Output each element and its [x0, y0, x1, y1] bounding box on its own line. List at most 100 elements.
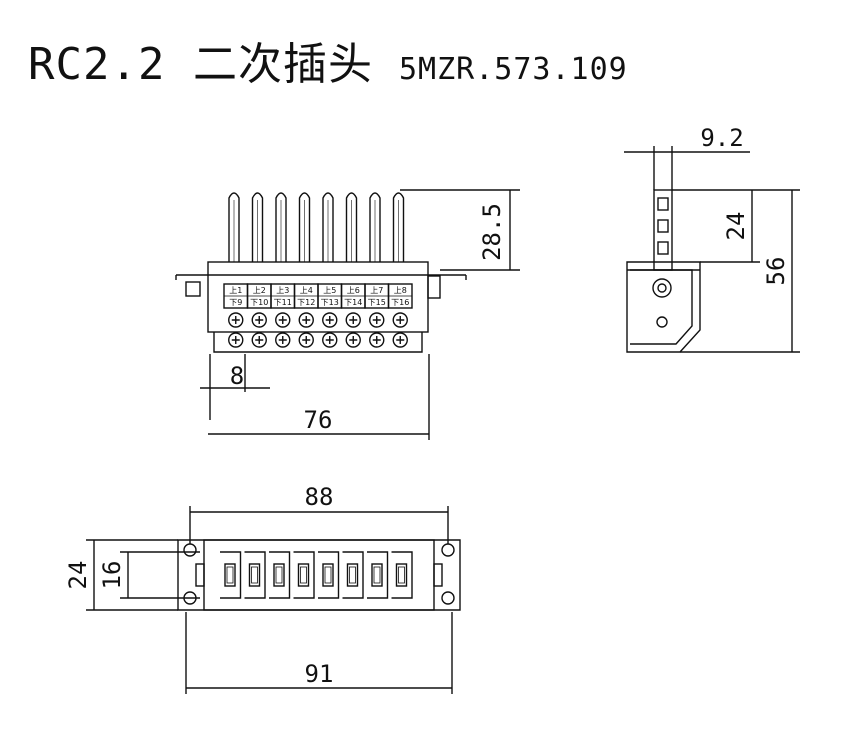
front-view: 上1下9上2下10上3下11上4下12上5下13上6下14上7下15上8下16 … — [175, 189, 520, 440]
terminal-screw-7-2 — [369, 332, 385, 348]
upper-label-3: 上3 — [276, 286, 289, 295]
terminal-screw-5-2 — [322, 332, 338, 348]
terminal-screw-slot-3-2 — [278, 336, 287, 344]
pin-7 — [369, 192, 381, 262]
side-screw-inner — [657, 283, 667, 293]
top-socket-5 — [322, 563, 334, 587]
pin-4 — [298, 192, 311, 262]
front-pins — [228, 192, 405, 262]
terminal-screw-6-2 — [345, 332, 361, 348]
top-cell-1 — [220, 551, 242, 599]
lower-label-1: 下9 — [229, 298, 242, 307]
pin-8 — [392, 192, 405, 262]
pin-5 — [322, 192, 334, 262]
top-cell-7 — [367, 551, 389, 599]
dim-width-label: 76 — [304, 406, 333, 434]
terminal-screw-3-1 — [275, 312, 291, 328]
dim-hole-spacing-label: 88 — [305, 483, 334, 511]
dim-pin-height-label: 28.5 — [478, 203, 506, 261]
terminal-screw-slot-7-2 — [372, 336, 381, 344]
top-cell-8 — [391, 551, 413, 599]
terminal-screw-slot-4-1 — [302, 316, 311, 324]
side-screw — [652, 278, 672, 298]
terminal-screw-slot-5-1 — [325, 316, 334, 324]
pin-3 — [275, 192, 287, 262]
terminal-screw-8-1 — [392, 312, 408, 328]
dim-inner-height-label: 16 — [98, 561, 126, 590]
top-cell-5 — [318, 551, 340, 599]
top-socket-inner-2 — [251, 566, 258, 584]
pin-6 — [345, 192, 358, 262]
top-socket-4 — [297, 563, 310, 587]
top-cell-4 — [293, 551, 315, 599]
dim-pitch-label: 8 — [230, 362, 244, 390]
top-socket-6 — [346, 563, 359, 587]
terminal-screw-slot-2-1 — [255, 316, 264, 324]
pin-1 — [228, 192, 240, 262]
pin-2 — [251, 192, 264, 262]
terminal-screw-2-2 — [251, 332, 267, 348]
top-socket-inner-3 — [275, 566, 283, 584]
dim-total-height-label: 56 — [762, 257, 790, 286]
terminal-screw-6-1 — [345, 312, 361, 328]
lower-label-6: 下14 — [344, 298, 362, 307]
side-pin-block — [653, 189, 673, 271]
dim-thickness-label: 9.2 — [700, 124, 743, 152]
lower-label-5: 下13 — [321, 298, 339, 307]
terminal-screw-7-1 — [369, 312, 385, 328]
top-outer-frame — [177, 539, 461, 611]
dim-body-height-label: 24 — [722, 212, 750, 241]
top-socket-8 — [395, 563, 408, 587]
terminal-screw-1-2 — [228, 332, 244, 348]
terminal-screw-slot-1-2 — [231, 336, 240, 344]
front-right-tab — [427, 275, 441, 299]
top-socket-inner-1 — [226, 566, 234, 584]
lower-label-3: 下11 — [274, 298, 292, 307]
top-hole-br — [441, 591, 455, 605]
terminal-screw-8-2 — [392, 332, 408, 348]
terminal-screw-slot-4-2 — [302, 336, 311, 344]
upper-label-6: 上6 — [347, 286, 360, 295]
terminal-screw-5-1 — [322, 312, 338, 328]
top-view: 88 91 24 16 — [64, 483, 461, 694]
top-socket-inner-4 — [300, 566, 307, 584]
terminal-screw-1-1 — [228, 312, 244, 328]
lower-label-7: 下15 — [368, 298, 386, 307]
title-main: RC2.2 二次插头 — [28, 39, 373, 90]
top-left-notch — [195, 563, 205, 587]
upper-label-1: 上1 — [229, 286, 242, 295]
side-body-inner — [630, 269, 693, 345]
terminal-screw-slot-8-1 — [396, 316, 405, 324]
dim-outer-height-label: 24 — [64, 561, 92, 590]
top-socket-inner-8 — [398, 566, 405, 584]
lower-label-4: 下12 — [297, 298, 315, 307]
top-hole-tr — [441, 543, 455, 557]
top-hole-tl — [183, 543, 197, 557]
terminal-screw-slot-1-1 — [231, 316, 240, 324]
lower-label-8: 下16 — [391, 298, 409, 307]
terminal-screw-2-1 — [251, 312, 267, 328]
upper-label-4: 上4 — [300, 286, 313, 295]
terminal-screw-slot-2-2 — [255, 336, 264, 344]
upper-label-5: 上5 — [323, 286, 336, 295]
upper-label-7: 上7 — [370, 286, 383, 295]
top-socket-1 — [224, 563, 236, 587]
terminal-screw-slot-3-1 — [278, 316, 287, 324]
side-pin-slot-3 — [657, 241, 669, 255]
side-hole — [656, 316, 668, 328]
front-left-screw — [185, 281, 201, 297]
top-socket-inner-7 — [373, 566, 381, 584]
top-socket-7 — [371, 563, 383, 587]
terminal-screw-3-2 — [275, 332, 291, 348]
top-cell-2 — [244, 551, 266, 599]
side-pin-slot-1 — [657, 197, 669, 211]
side-body — [626, 261, 701, 353]
side-pin-slot-2 — [657, 219, 669, 233]
terminal-screw-4-2 — [298, 332, 314, 348]
top-cell-6 — [342, 551, 364, 599]
terminal-screw-slot-7-1 — [372, 316, 381, 324]
dim-outer-width-label: 91 — [305, 660, 334, 688]
lower-label-2: 下10 — [250, 298, 268, 307]
top-socket-3 — [273, 563, 285, 587]
